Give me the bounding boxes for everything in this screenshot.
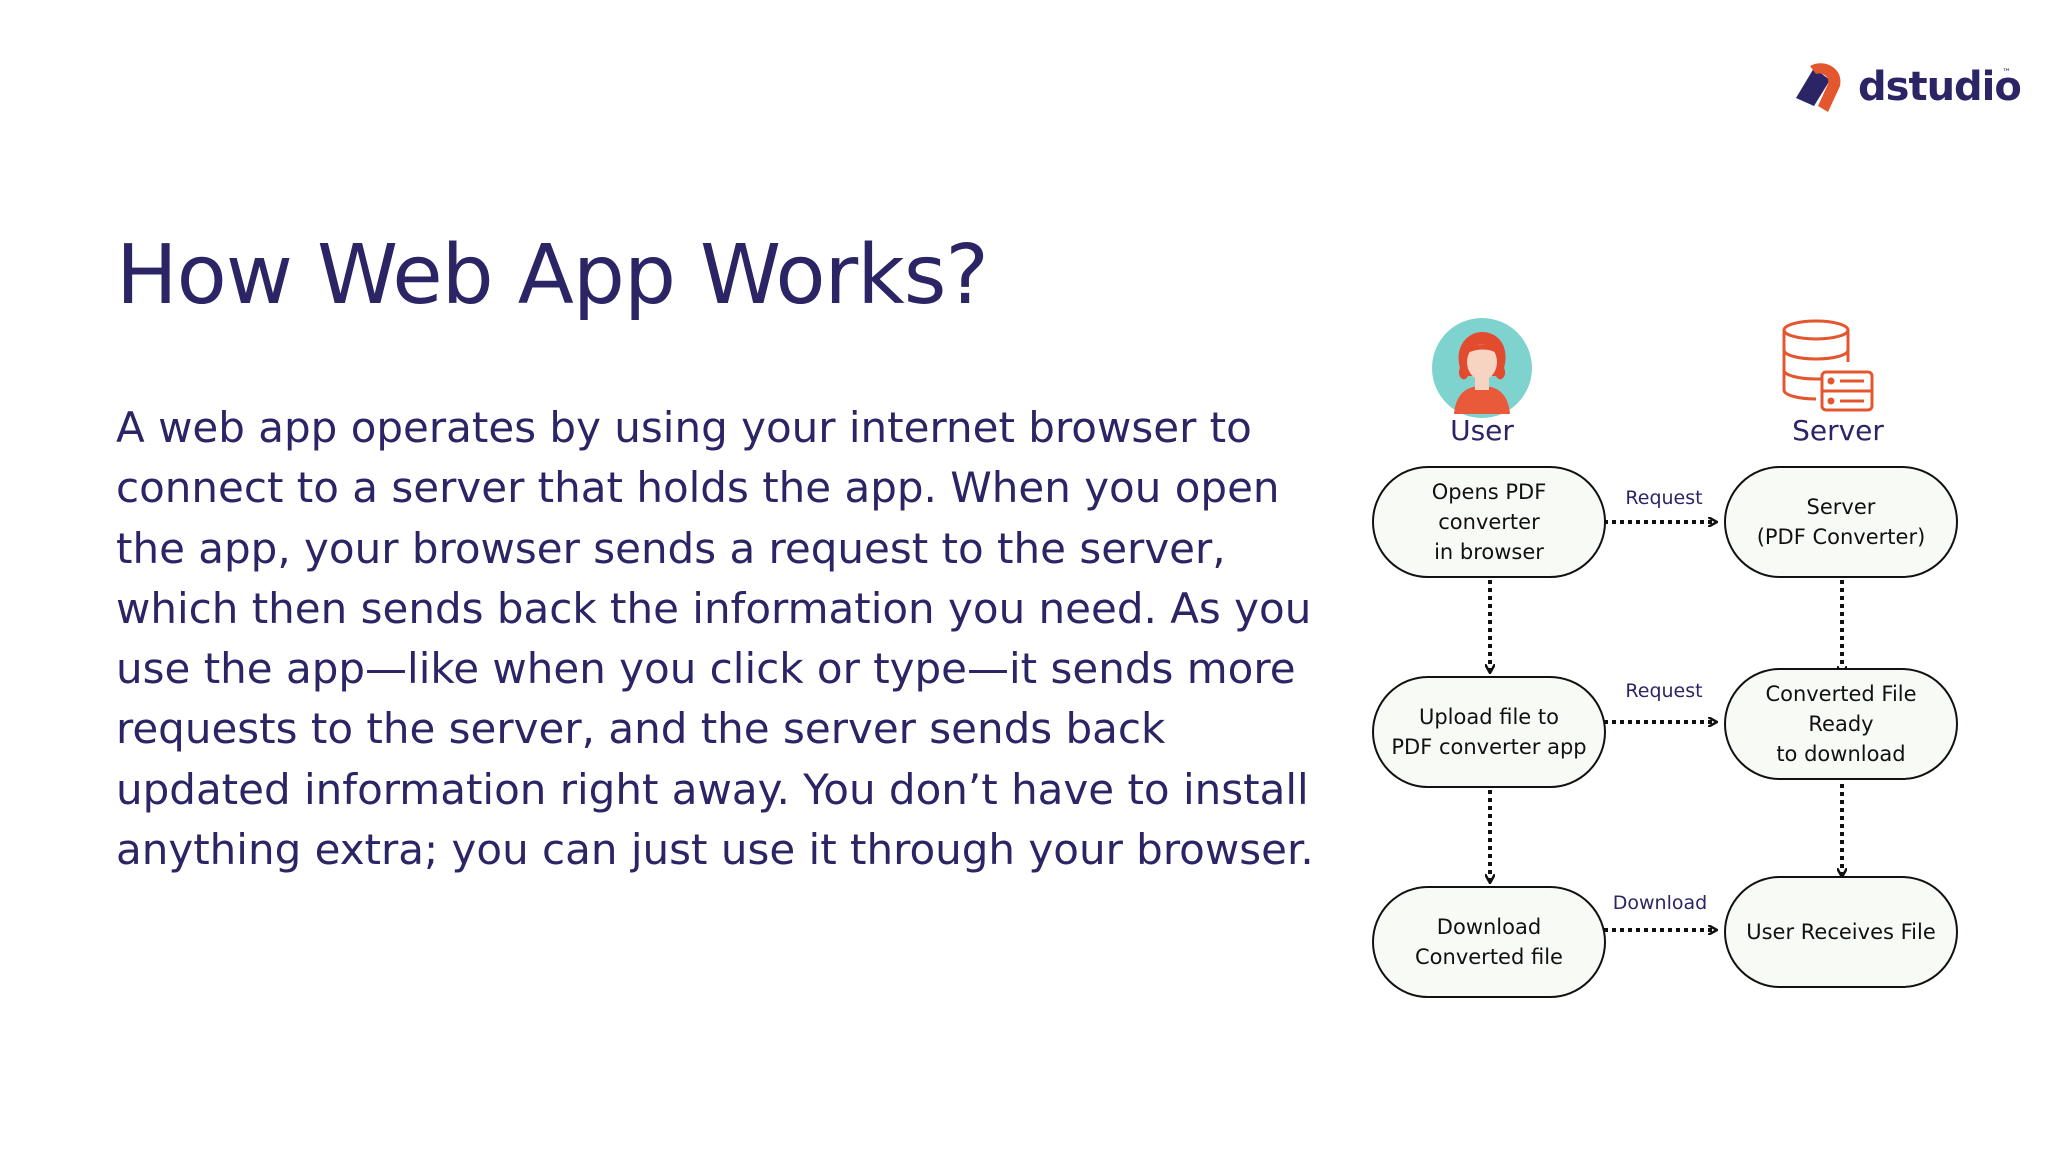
node-server-pdf-converter: Server (PDF Converter) [1724, 466, 1958, 578]
node-user-download-file: Download Converted file [1372, 886, 1606, 998]
brand-trademark: ™ [2002, 68, 2011, 78]
brand-logo: dstudio ™ [1784, 52, 2022, 122]
node-user-upload-file: Upload file to PDF converter app [1372, 676, 1606, 788]
node-user-opens-converter: Opens PDF converter in browser [1372, 466, 1606, 578]
brand-name: dstudio [1858, 64, 2022, 110]
edge-label-download: Download [1612, 892, 1708, 914]
dstudio-logo-icon [1796, 63, 1841, 112]
user-avatar-icon [1432, 318, 1532, 418]
server-database-icon [1782, 319, 1874, 412]
edge-label-request-2: Request [1625, 680, 1703, 702]
edge-label-request-1: Request [1625, 487, 1703, 509]
page-title: How Web App Works? [116, 228, 989, 323]
description-paragraph: A web app operates by using your interne… [116, 403, 1314, 875]
actor-label-server: Server [1792, 414, 1884, 447]
node-server-user-receives: User Receives File [1724, 876, 1958, 988]
actor-label-user: User [1450, 414, 1514, 447]
node-server-file-ready: Converted File Ready to download [1724, 668, 1958, 780]
